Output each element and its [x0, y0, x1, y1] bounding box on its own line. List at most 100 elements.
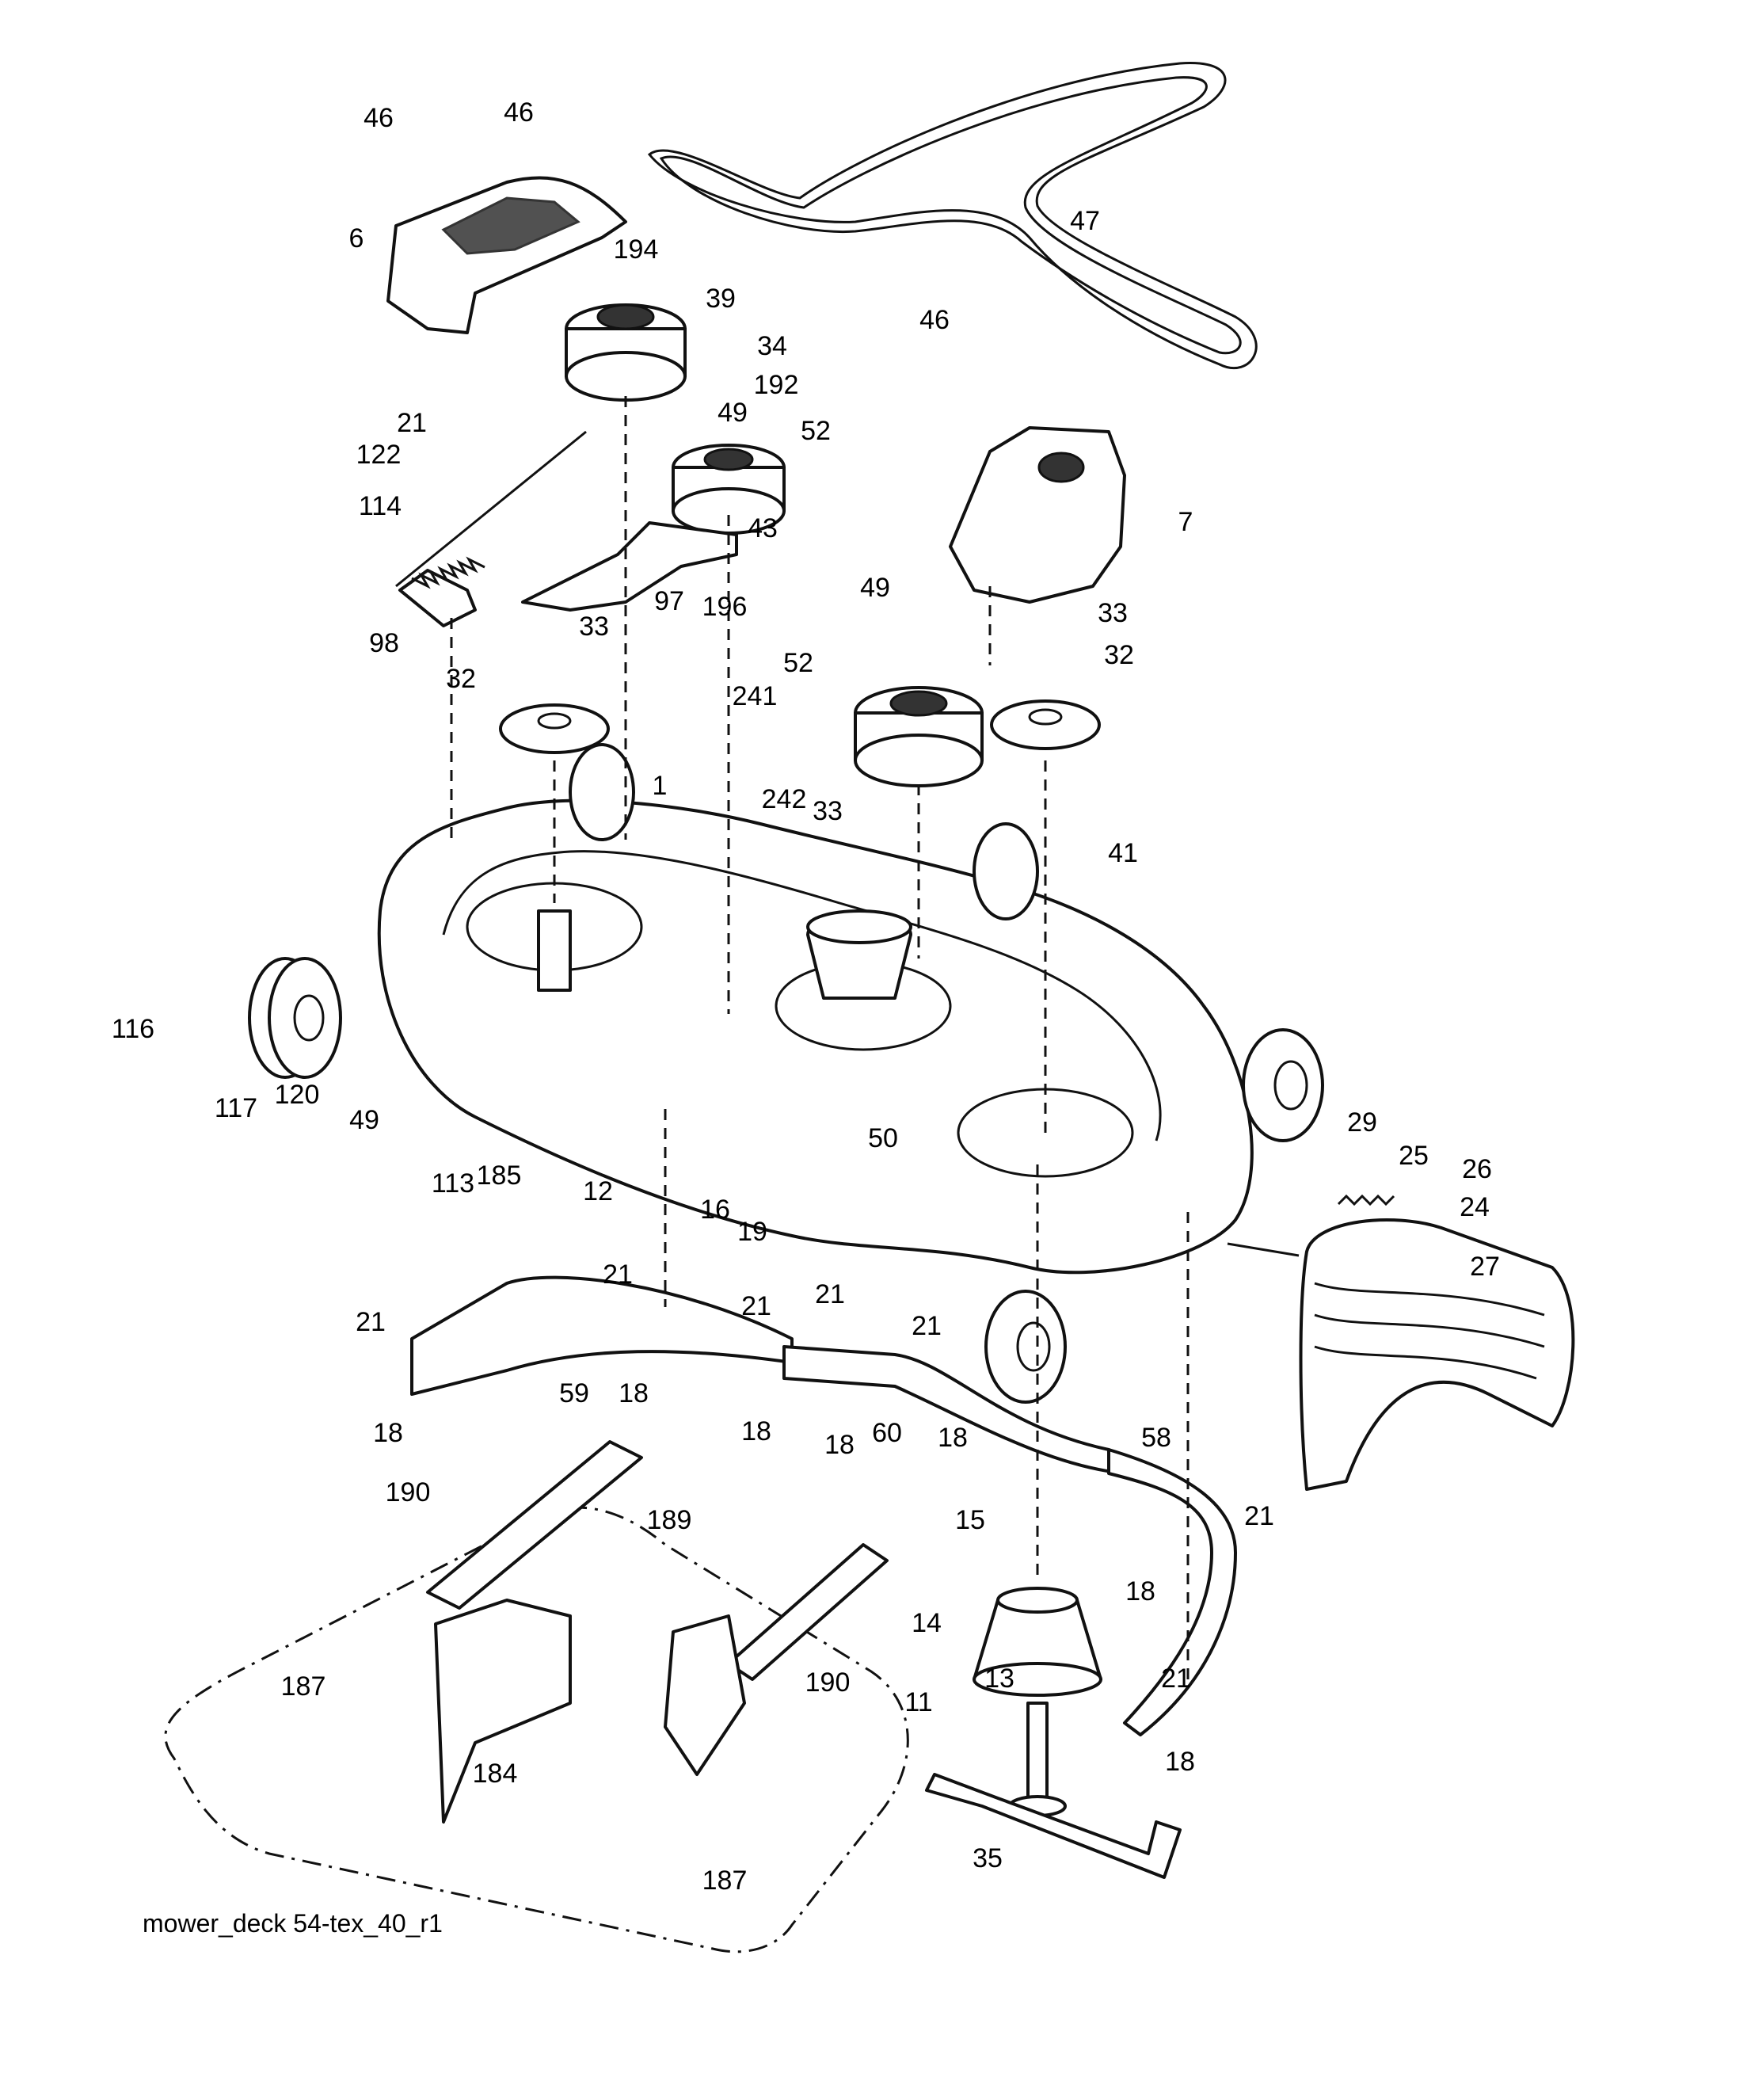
callout-label: 122 — [356, 440, 402, 470]
callout-label: 52 — [783, 648, 813, 678]
callout-label: 60 — [872, 1418, 902, 1448]
callout-label: 21 — [603, 1260, 633, 1290]
idler-pulley-52-upper — [672, 444, 786, 535]
drive-belt — [647, 62, 1258, 370]
spindle-shaft — [1008, 1702, 1067, 1817]
gauge-wheel-front — [984, 1290, 1067, 1404]
callout-label: 184 — [473, 1759, 518, 1789]
callout-label: 58 — [1141, 1423, 1171, 1453]
callout-label: 194 — [614, 234, 659, 265]
tension-spring — [411, 556, 485, 589]
callout-label: 34 — [757, 331, 787, 361]
callout-label: 39 — [706, 284, 736, 314]
callout-label: 11 — [904, 1687, 932, 1717]
callout-label: 18 — [1125, 1576, 1155, 1606]
callout-label: 187 — [281, 1671, 326, 1702]
callout-label: 33 — [1098, 598, 1128, 628]
callout-label: 33 — [813, 796, 843, 826]
callout-label: 49 — [718, 398, 748, 428]
callout-label: 6 — [349, 223, 364, 253]
callout-label: 114 — [359, 491, 402, 521]
callout-label: 21 — [815, 1279, 845, 1309]
callout-label: 7 — [1178, 507, 1193, 537]
callout-label: 33 — [579, 612, 609, 642]
callout-label: 190 — [386, 1477, 431, 1507]
callout-label: 43 — [748, 513, 778, 543]
callout-label: 26 — [1462, 1154, 1492, 1184]
callout-label: 18 — [938, 1423, 968, 1453]
callout-label: 27 — [1470, 1252, 1500, 1282]
callout-label: 1 — [653, 771, 668, 801]
callout-label: 97 — [654, 586, 684, 616]
gauge-wheel-117 — [248, 957, 342, 1079]
callout-label: 241 — [733, 681, 778, 711]
chute-spring — [1337, 1194, 1395, 1206]
gauge-wheel-rear-left — [569, 743, 635, 841]
idler-rod-114 — [395, 430, 587, 627]
callout-label: 49 — [860, 573, 890, 603]
callout-label: 13 — [984, 1664, 1014, 1694]
callout-label: 59 — [559, 1378, 589, 1408]
callout-label: 25 — [1399, 1141, 1429, 1171]
callout-label: 21 — [397, 408, 427, 438]
deck-bracket-58 — [1107, 1448, 1237, 1736]
callout-label: 50 — [868, 1123, 898, 1153]
callout-label: 32 — [446, 664, 476, 694]
callout-label: 18 — [741, 1416, 771, 1446]
left-pulley-cover — [386, 176, 627, 334]
callout-label: 189 — [647, 1505, 692, 1535]
callout-label: 35 — [973, 1843, 1003, 1873]
chute-rod — [1227, 1242, 1300, 1257]
callout-label: 21 — [741, 1291, 771, 1321]
callout-label: 98 — [369, 628, 399, 658]
callout-label: 192 — [754, 370, 799, 400]
idler-pulley-39 — [565, 303, 687, 402]
assembly-centerlines — [450, 396, 1190, 1679]
discharge-chute — [1299, 1218, 1575, 1491]
idler-pulley-52-lower — [854, 686, 984, 787]
callout-label: 46 — [364, 103, 394, 133]
callout-label: 187 — [702, 1866, 748, 1896]
callout-label: 47 — [1070, 206, 1100, 236]
callout-label: 18 — [1165, 1747, 1195, 1777]
callout-label: 196 — [702, 592, 748, 622]
spindle-housing — [973, 1587, 1102, 1697]
callout-label: 18 — [824, 1430, 855, 1460]
callout-label: 21 — [356, 1307, 386, 1337]
callout-label: 46 — [919, 305, 950, 335]
callout-label: 242 — [762, 784, 807, 814]
callout-label: 19 — [737, 1217, 767, 1247]
callout-label: 41 — [1108, 838, 1138, 868]
spindle-pulley-left — [499, 703, 610, 754]
callout-label: 120 — [275, 1080, 320, 1110]
callout-label: 12 — [583, 1176, 613, 1206]
mower-deck-housing — [377, 798, 1254, 1275]
callout-label: 117 — [215, 1093, 257, 1123]
callout-label: 185 — [477, 1161, 522, 1191]
idler-bracket — [521, 521, 738, 612]
gauge-wheel-rear-right — [973, 822, 1039, 920]
spindle-pulley-right — [990, 699, 1101, 750]
callout-label: 46 — [504, 97, 534, 128]
callout-label: 116 — [112, 1014, 154, 1044]
callout-label: 16 — [700, 1195, 730, 1225]
callout-label: 14 — [912, 1608, 942, 1638]
mower-blade — [925, 1773, 1182, 1879]
callout-label: 21 — [1161, 1664, 1191, 1694]
callout-label: 18 — [373, 1418, 403, 1448]
drawing-caption: mower_deck 54-tex_40_r1 — [143, 1909, 443, 1938]
callout-label: 49 — [349, 1105, 379, 1135]
callout-label: 24 — [1460, 1192, 1490, 1222]
callout-label: 32 — [1104, 640, 1134, 670]
callout-label: 21 — [1244, 1501, 1274, 1531]
callout-label: 21 — [912, 1311, 942, 1341]
deck-bracket-59 — [410, 1275, 794, 1396]
callout-label: 29 — [1347, 1107, 1377, 1138]
lift-hanger-kit — [164, 1440, 909, 1953]
gauge-wheel-right — [1242, 1028, 1324, 1142]
right-pulley-cover — [949, 426, 1126, 604]
callout-label: 15 — [955, 1505, 985, 1535]
callout-label: 52 — [801, 416, 831, 446]
